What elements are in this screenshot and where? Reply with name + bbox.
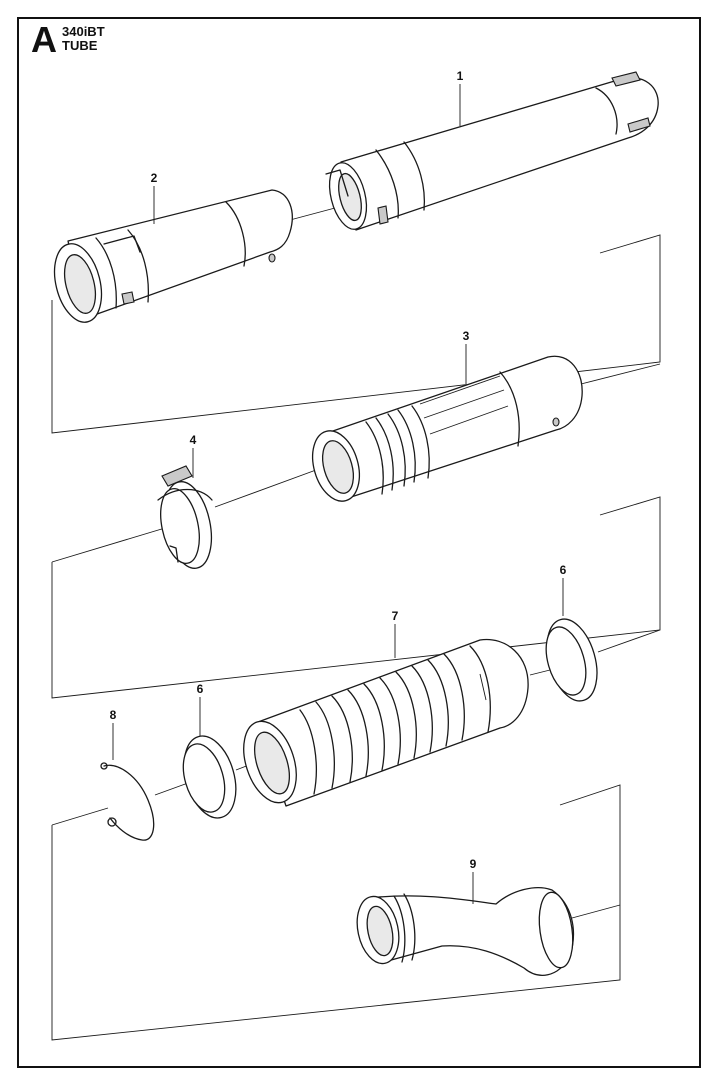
part-9-elbow-pipe: [356, 887, 574, 976]
part-3-inner-tube: [311, 355, 583, 502]
callout-8: 8: [110, 708, 117, 722]
part-4-hose-clamp: [157, 465, 213, 569]
page-frame: [17, 17, 701, 1068]
callout-7: 7: [392, 609, 399, 623]
callout-1: 1: [457, 69, 464, 83]
part-7-bellows: [243, 638, 529, 807]
part-2-tube: [53, 189, 293, 323]
callout-6-right: 6: [560, 563, 567, 577]
assembly-guide-lines: [51, 207, 661, 1041]
part-6-ring-left: [182, 735, 237, 819]
assembly-title: TUBE: [62, 38, 98, 53]
part-8-wire-guard: [100, 762, 155, 841]
section-letter: A: [31, 19, 57, 60]
part-6-ring-right: [545, 618, 598, 702]
callout-2: 2: [151, 171, 158, 185]
callout-3: 3: [463, 329, 470, 343]
callout-6-left: 6: [197, 682, 204, 696]
model-title: 340iBT: [62, 24, 105, 39]
callout-labels: 1 2 3 4 6 6 7 8 9: [110, 69, 567, 871]
part-1-nozzle-tube: [325, 71, 659, 231]
callout-leaders: [112, 84, 564, 904]
callout-9: 9: [470, 857, 477, 871]
callout-4: 4: [190, 433, 197, 447]
